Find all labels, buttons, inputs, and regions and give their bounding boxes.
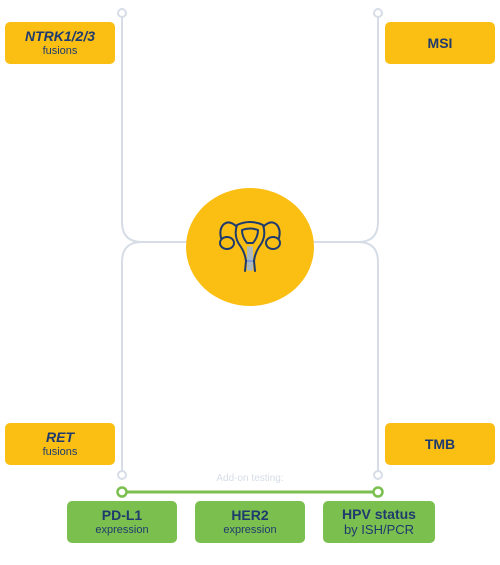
connector-right-bottom [300, 241, 379, 475]
addon-pdl1-box: PD-L1 expression [67, 501, 177, 543]
addon-hpv-label: HPV status [342, 506, 416, 523]
addon-pdl1-label: PD-L1 [101, 507, 143, 524]
connector-node-bottom-right [373, 470, 383, 480]
connector-left-top [121, 15, 200, 243]
biomarker-msi-label: MSI [427, 34, 453, 51]
biomarker-ret-box: RET fusions [5, 423, 115, 465]
biomarker-ntrk-label: NTRK1/2/3 [24, 28, 96, 45]
addon-her2-sub: expression [223, 524, 277, 537]
addon-testing-label: Add-on testing: [216, 473, 284, 484]
addon-hpv-box: HPV status by ISH/PCR [323, 501, 435, 543]
biomarker-ret-label: RET [46, 429, 74, 446]
connector-right-top [300, 15, 379, 243]
addon-hpv-sub: by ISH/PCR [343, 521, 415, 537]
biomarker-tmb-label: TMB [424, 435, 456, 452]
biomarker-ret-sub: fusions [42, 446, 78, 459]
connector-left-bottom [121, 241, 200, 475]
biomarker-ntrk-sub: fusions [42, 45, 78, 58]
uterus-icon [219, 221, 281, 272]
connector-node-top-right [373, 8, 383, 18]
connector-node-top-left [117, 8, 127, 18]
connector-node-bottom-left [117, 470, 127, 480]
biomarker-tmb-box: TMB [385, 423, 495, 465]
addon-pdl1-sub: expression [95, 524, 149, 537]
addon-node-right [372, 486, 384, 498]
biomarker-ntrk-box: NTRK1/2/3 fusions [5, 22, 115, 64]
addon-her2-label: HER2 [231, 507, 269, 524]
addon-her2-box: HER2 expression [195, 501, 305, 543]
biomarker-msi-box: MSI [385, 22, 495, 64]
addon-node-left [116, 486, 128, 498]
